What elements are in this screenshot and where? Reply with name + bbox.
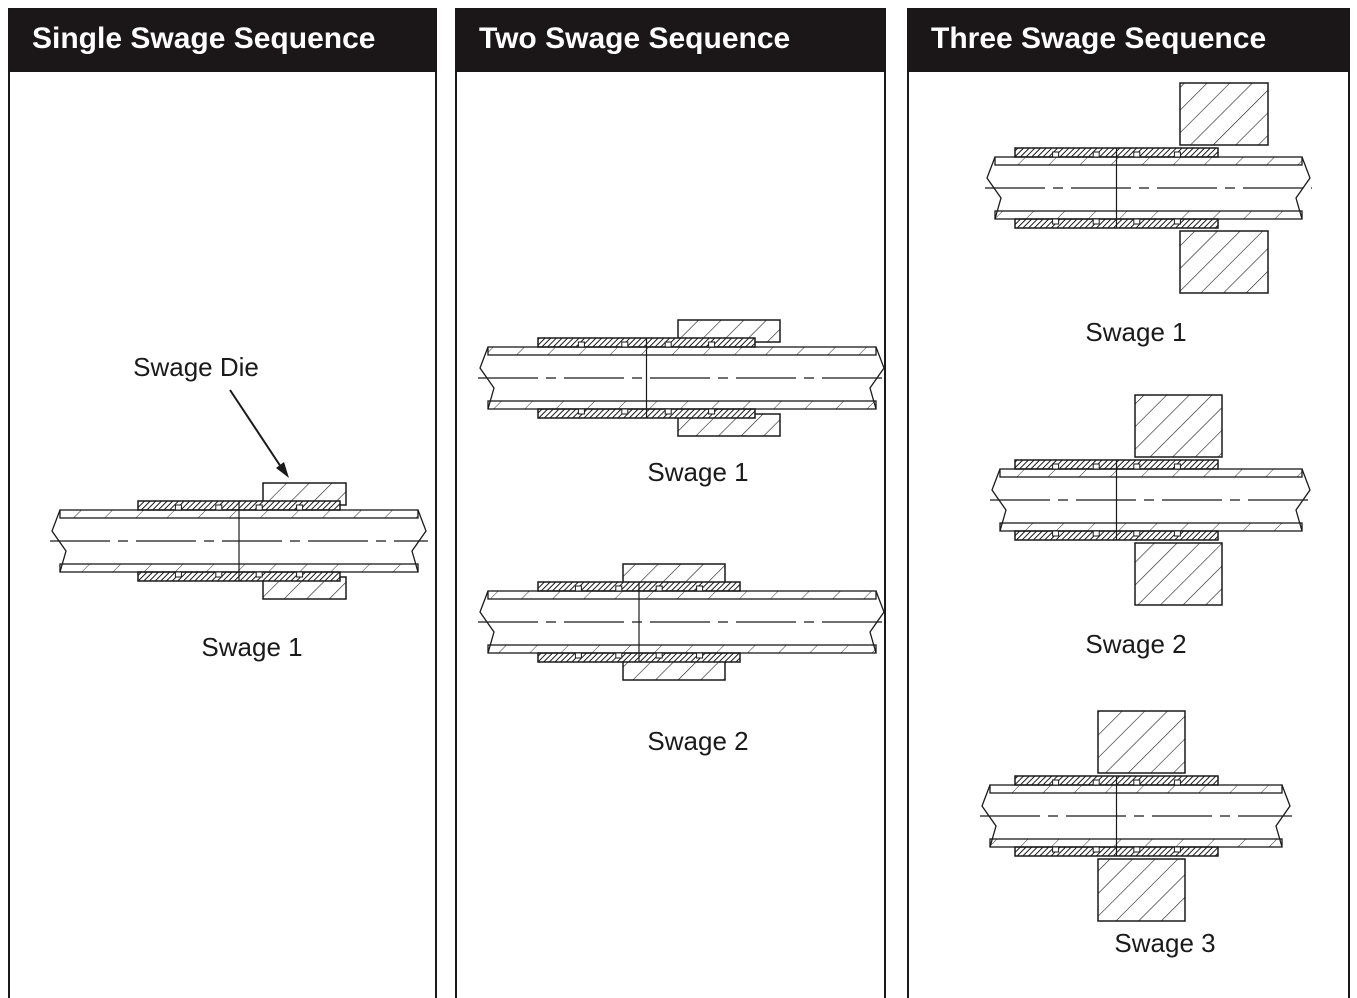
panel1-swage1-label: Swage 1 — [201, 632, 303, 662]
panel2-swage1-label: Swage 1 — [647, 457, 749, 487]
panel1-swage1-assembly — [50, 482, 428, 600]
single-swage-panel: Single Swage Sequence — [8, 8, 437, 998]
single-swage-title: Single Swage Sequence — [8, 8, 437, 72]
three-swage-panel: Three Swage Sequence — [907, 8, 1350, 998]
panel2-swage2-label: Swage 2 — [647, 726, 749, 756]
swage-die-callout-arrow — [229, 389, 289, 478]
panel3-swage1-label: Swage 1 — [1085, 317, 1187, 347]
two-swage-panel: Two Swage Sequence — [455, 8, 886, 998]
panel2-swage1-assembly — [478, 319, 886, 437]
panel3-swage1-assembly — [985, 82, 1312, 294]
panel2-swage2-assembly — [478, 563, 886, 681]
panel3-swage3-assembly — [980, 710, 1292, 922]
panel3-swage2-assembly — [990, 394, 1312, 606]
three-swage-title: Three Swage Sequence — [907, 8, 1350, 72]
panel3-swage2-label: Swage 2 — [1085, 629, 1187, 659]
two-swage-title: Two Swage Sequence — [455, 8, 886, 72]
swage-die-callout: Swage Die — [133, 352, 259, 382]
panel3-swage3-label: Swage 3 — [1114, 928, 1216, 958]
